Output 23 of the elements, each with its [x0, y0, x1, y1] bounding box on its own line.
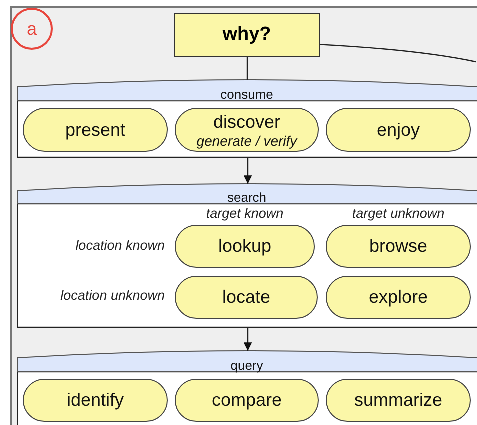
- task-pill: present: [23, 108, 168, 152]
- task-pill: summarize: [326, 379, 471, 422]
- row-label: location known: [74, 238, 165, 253]
- task-pill: identify: [23, 379, 168, 422]
- column-label: target known: [205, 206, 285, 221]
- connector-line: [320, 44, 476, 63]
- task-pill: browse: [326, 225, 471, 268]
- task-pill: discover generate / verify: [175, 108, 319, 152]
- panel-letter-badge: a: [11, 8, 53, 50]
- connector-line: [246, 57, 248, 80]
- row-label: location unknown: [60, 288, 165, 303]
- task-pill: explore: [326, 276, 471, 319]
- arrow: [244, 158, 252, 184]
- question-box: why?: [174, 13, 320, 57]
- panel-heading: consume: [220, 86, 274, 102]
- panel-heading: query: [230, 358, 264, 372]
- panel-heading: search: [226, 190, 268, 205]
- arrow: [244, 328, 252, 351]
- task-pill: enjoy: [326, 108, 471, 152]
- column-label: target unknown: [351, 206, 446, 221]
- task-pill: compare: [175, 379, 319, 422]
- task-pill: locate: [175, 276, 318, 319]
- task-pill: lookup: [175, 225, 315, 268]
